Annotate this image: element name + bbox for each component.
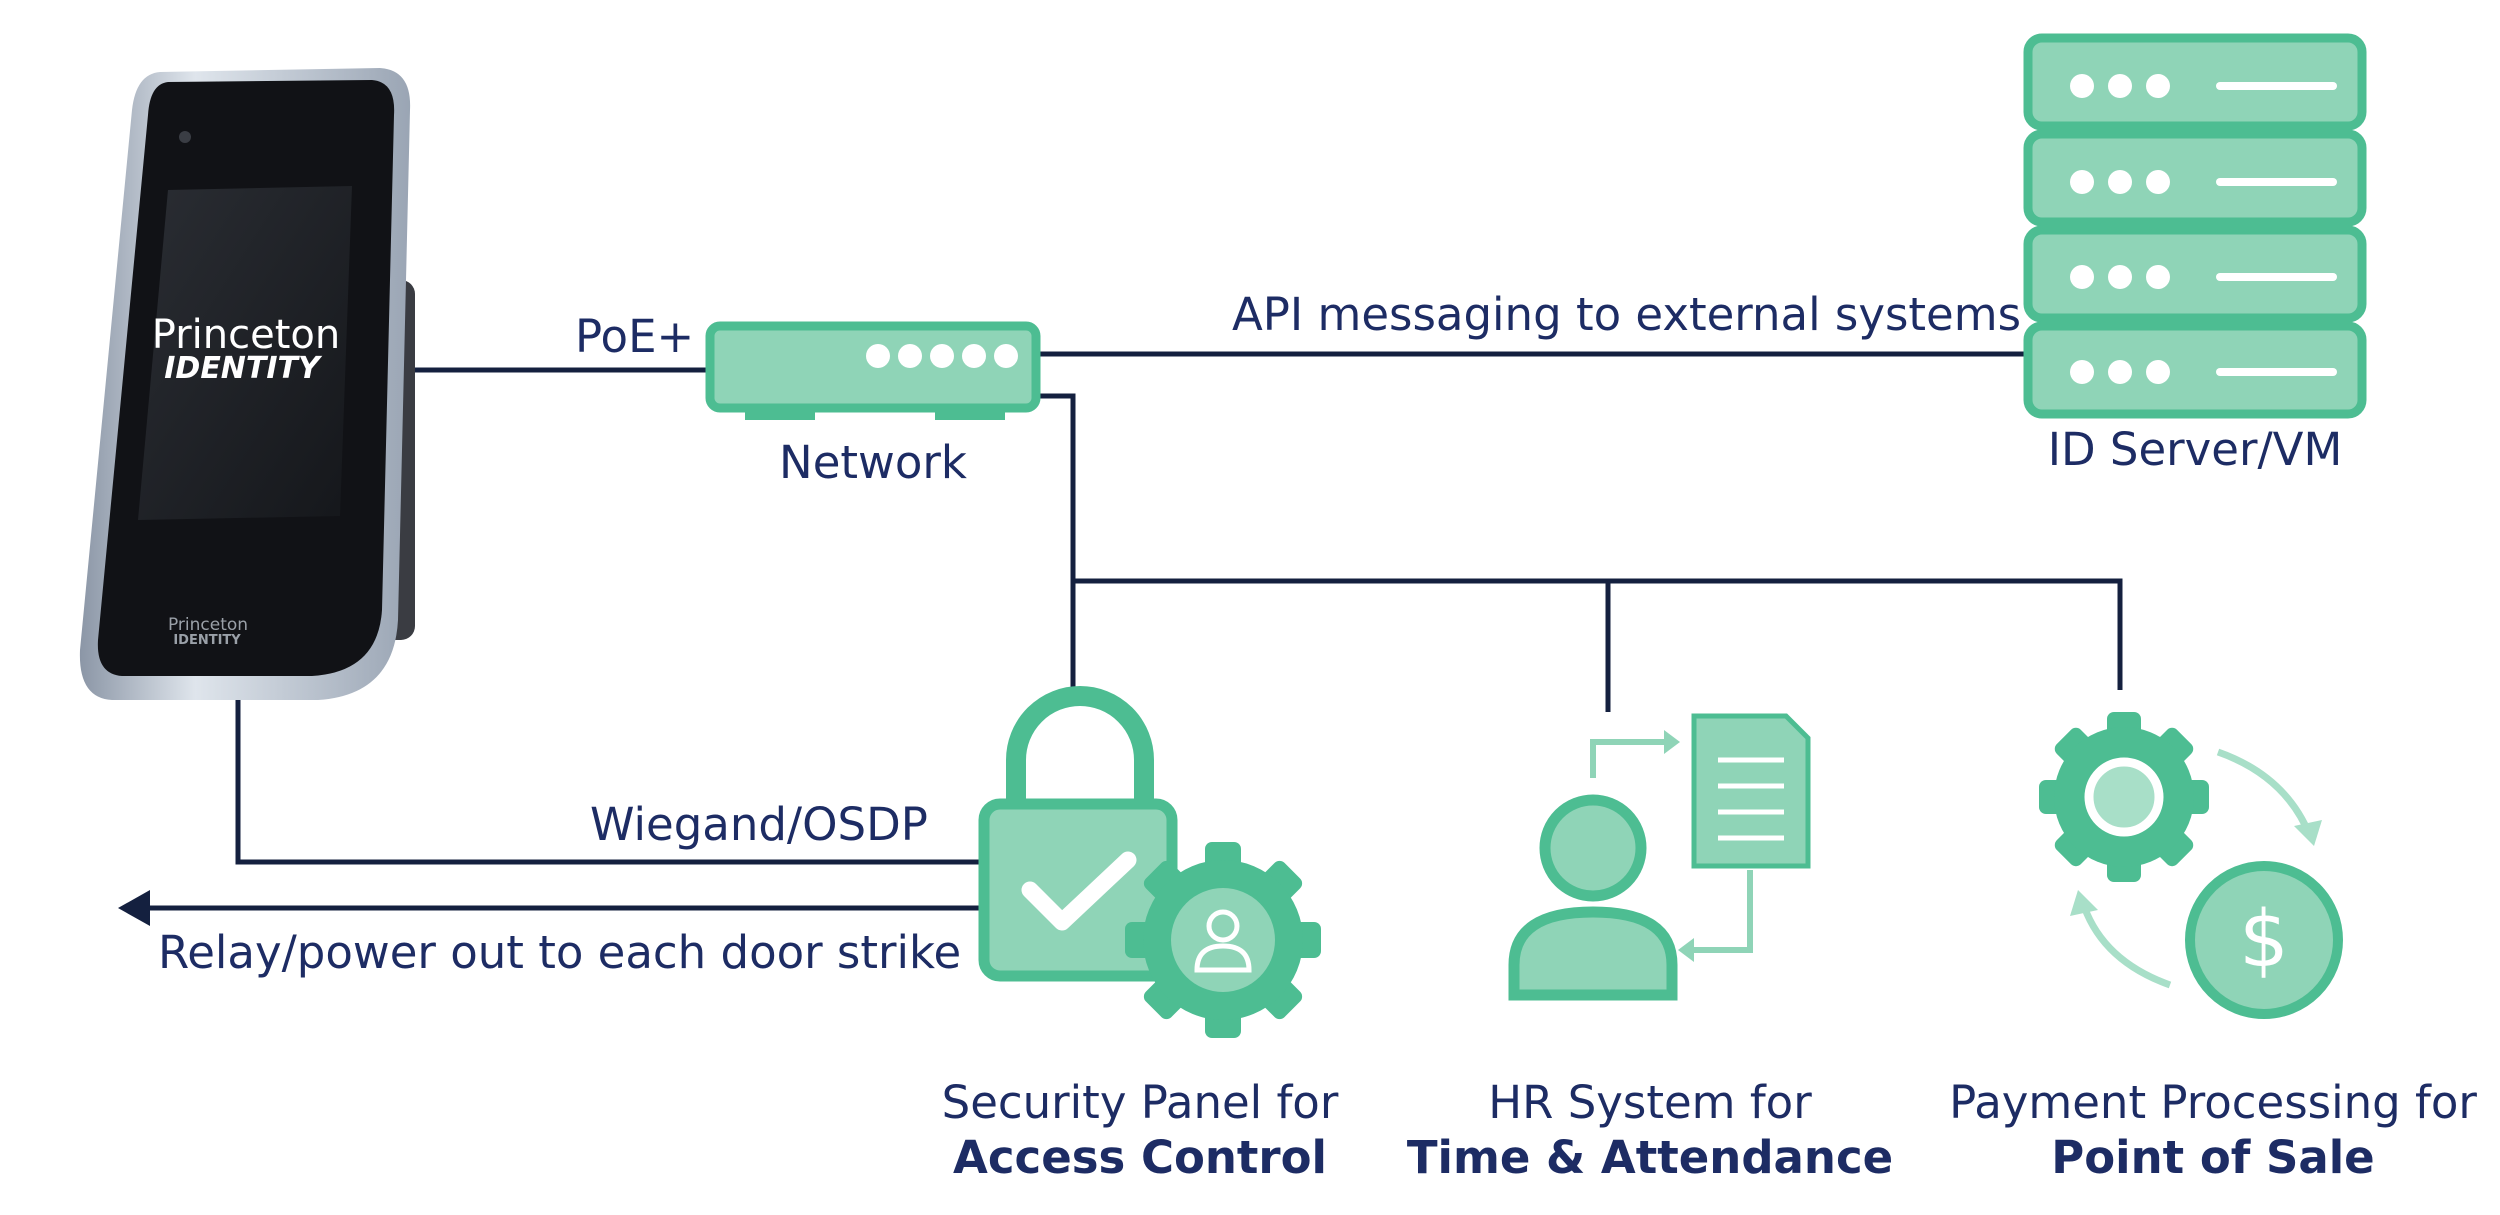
hr-system-title: HR System for [1488,1076,1812,1129]
arrow-left-icon [118,890,150,926]
port-led [898,344,922,368]
user-body-icon [1194,943,1252,973]
cycle-arrow-icon [2216,748,2314,838]
gear-icon [2039,712,2209,882]
wiegand-label: Wiegand/OSDP [590,798,928,851]
server-unit [2023,225,2367,323]
device-small-logo-line1: Princeton [168,615,248,635]
gear-icon [1125,842,1321,1038]
device-screen [138,186,352,520]
device-logo-line2: IDENTITY [164,351,323,386]
lock-shackle [1006,686,1154,800]
security-panel-title: Security Panel for [942,1076,1339,1129]
person-head [1539,794,1647,902]
device-logo-line1: Princeton [152,312,340,358]
api-label: API messaging to external systems [1232,288,2021,341]
arrow-right-icon [1590,739,1670,778]
person-body [1508,906,1678,1001]
network-drop-line [1040,393,1076,690]
check-icon [1021,851,1137,931]
document-icon [1691,713,1811,869]
relay-label: Relay/power out to each door strike [158,926,961,979]
network-switch-icon [705,321,1041,420]
payment-subtitle: Point of Sale [2051,1131,2374,1184]
server-label: ID Server/VM [2048,423,2343,476]
iris-reader-device: Princeton IDENTITY Princeton IDENTITY [79,68,415,700]
security-panel-subtitle: Access Control [953,1131,1327,1184]
switch-body [705,321,1041,413]
server-unit [2023,33,2367,131]
server-unit [2023,321,2367,419]
server-unit [2023,129,2367,227]
gear-dollar-icon: $ [2039,712,2343,1019]
payment-title: Payment Processing for [1949,1076,2477,1129]
dollar-icon: $ [2239,895,2289,985]
user-head-icon [1206,909,1240,943]
port-led [962,344,986,368]
wiegand-line [235,690,985,865]
arrow-left-icon [1688,870,1753,953]
camera-icon [179,131,191,143]
systems-bus-line [1073,578,2123,690]
person-document-icon [1508,713,1811,1001]
server-stack-icon [2023,33,2367,419]
poe-label: PoE+ [575,310,694,363]
port-led [930,344,954,368]
hr-system-subtitle: Time & Attendance [1407,1131,1893,1184]
port-led [866,344,890,368]
device-small-logo-line2: IDENTITY [173,633,241,648]
port-led [994,344,1018,368]
lock-gear-icon [978,686,1321,1038]
network-label: Network [779,436,967,489]
coin [2185,861,2343,1019]
connection-lines [118,351,2123,926]
cycle-arrow-icon [2078,898,2172,989]
